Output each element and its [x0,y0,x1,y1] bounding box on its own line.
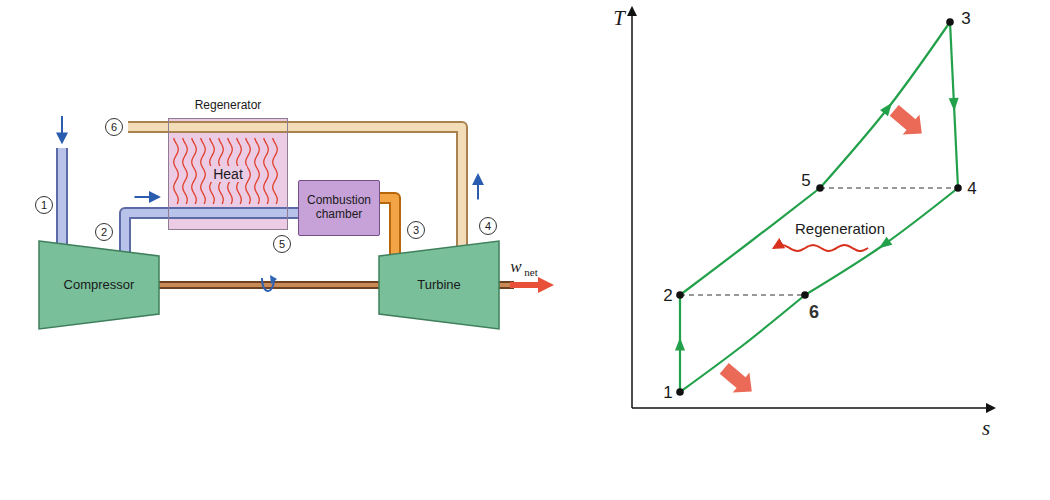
regenerator-box: RegeneratorHeat [168,118,288,230]
callout-number: 3 [407,221,425,239]
component-label: Turbine [417,278,461,293]
heat-wave [201,138,206,204]
state-label: 4 [967,180,976,197]
dashed-guide [680,295,805,296]
state-label: 3 [961,10,970,27]
pipe-core [168,209,288,217]
pipe-core [125,213,168,254]
axis-label: s [982,418,990,439]
callout-number: 4 [479,217,497,235]
ts-diagram [632,8,994,408]
axis [631,8,633,408]
state-point [816,184,824,192]
dashed-guide [820,188,958,189]
state-point [801,291,809,299]
process-label: Regeneration [795,221,885,236]
component-label: Combustion chamber [303,194,375,222]
heat-out-arrow [716,358,760,401]
combustion-chamber: Combustion chamber [298,180,380,236]
process-arrow [949,98,960,111]
process-arrow [675,338,685,351]
flow-arrow [135,196,159,198]
pipe-core [128,123,288,131]
state-label: 5 [801,172,810,189]
pipe-connector [288,127,478,248]
work-symbol: w [510,258,521,275]
process-arrow [876,237,892,253]
pipe [125,213,168,254]
heat-in-arrow [886,100,930,143]
rotation-head [270,275,277,284]
callout-number: 2 [95,223,113,241]
machine-body [39,241,159,329]
callout-number: 1 [35,196,53,214]
state-point [676,388,684,396]
regeneration-arrow [774,245,868,251]
component-heading: Regenerator [195,99,262,113]
heat-wave [264,138,269,204]
state-point [676,291,684,299]
turbine: Turbine [378,240,500,330]
process-curve [680,188,820,295]
rotation-symbol [262,275,277,291]
axis [632,407,994,409]
pipe-core [58,148,66,254]
state-label: 2 [663,287,672,304]
regenerator-fill [168,118,288,230]
process-curve [805,188,958,295]
axis-label: T [613,8,625,29]
heat-waves [174,138,278,204]
heat-wave [273,138,278,204]
heat-wave [174,138,179,204]
pipe-connector [125,197,168,254]
heat-wave [255,138,260,204]
pipe-core [288,127,462,248]
process-curve [820,22,950,188]
shaft [156,281,382,289]
pipe [56,148,68,254]
work-arrow-head [538,277,554,293]
state-label: 1 [663,384,672,401]
pipe [288,127,462,248]
state-label: 6 [809,303,819,321]
machine-body [379,241,499,329]
callout-number: 6 [105,118,123,136]
pipe [168,207,288,219]
component-label: Compressor [64,278,135,293]
state-point [954,184,962,192]
work-subscript: net [524,267,537,278]
component-label: Heat [209,166,247,182]
pipe [128,121,288,133]
callout-number: 5 [273,235,291,253]
state-point [946,18,954,26]
flow-arrow [477,176,479,200]
shaft-core [156,283,382,287]
flow-arrow [61,116,63,142]
heat-wave [192,138,197,204]
shaft-connector [156,285,382,286]
work-arrow [510,282,540,288]
heat-wave [183,138,188,204]
compressor: Compressor [38,240,160,330]
